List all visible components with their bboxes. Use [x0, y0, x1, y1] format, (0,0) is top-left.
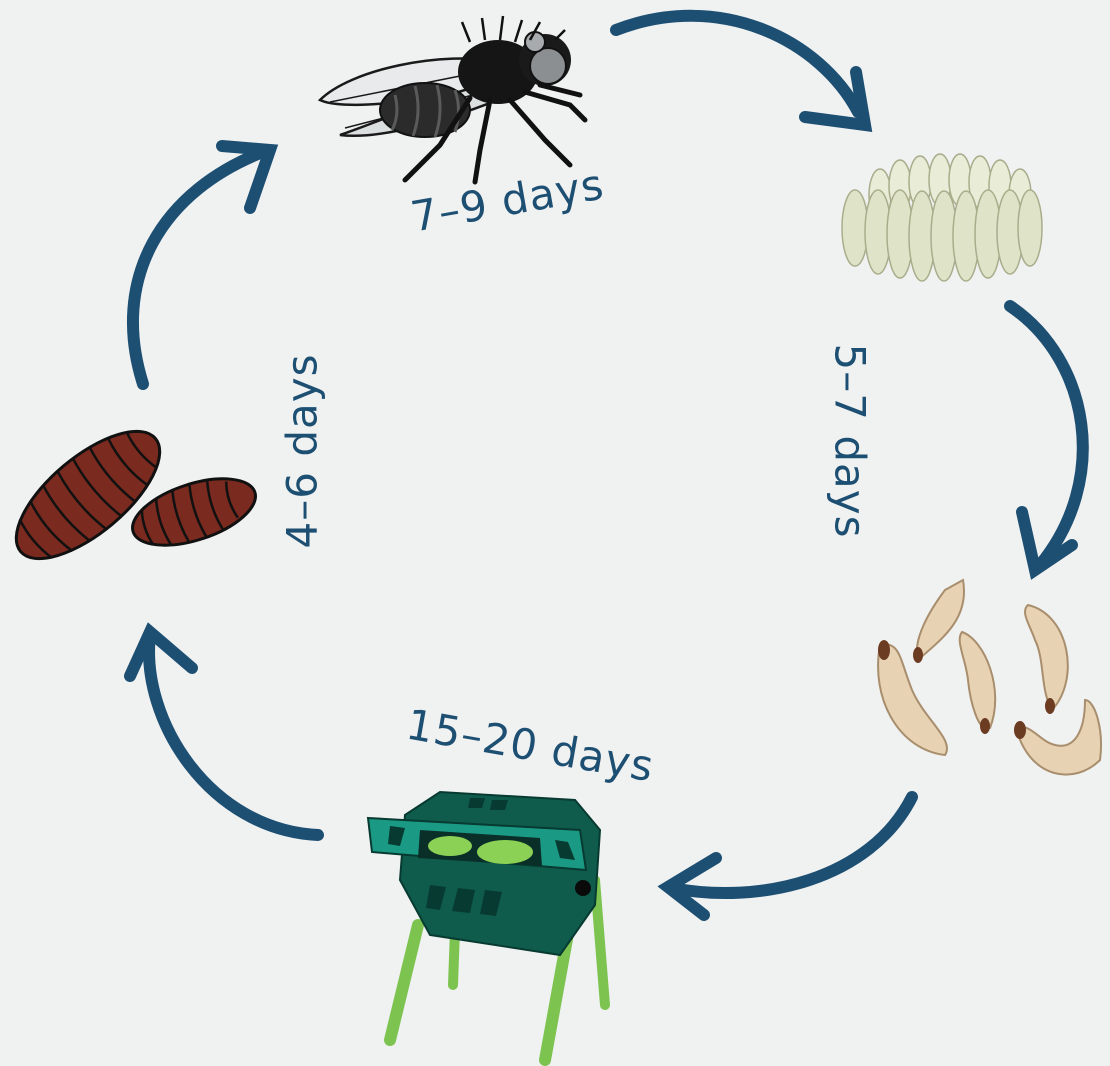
fly-icon: [320, 16, 585, 182]
eggs-icon: [842, 154, 1042, 281]
arrow-larvae-to-composter: [668, 797, 912, 915]
arrow-pupae-to-fly: [133, 146, 270, 384]
duration-label-eggs: 5–7 days: [828, 344, 870, 539]
composter-icon: [368, 792, 605, 1060]
larvae-icon: [878, 580, 1101, 775]
arrow-fly-to-eggs: [616, 16, 865, 125]
pupae-icon: [0, 409, 264, 580]
arrow-composter-to-pupae: [130, 632, 318, 835]
duration-label-pupae: 4–6 days: [281, 354, 323, 549]
arrow-eggs-to-larvae: [1010, 306, 1083, 570]
